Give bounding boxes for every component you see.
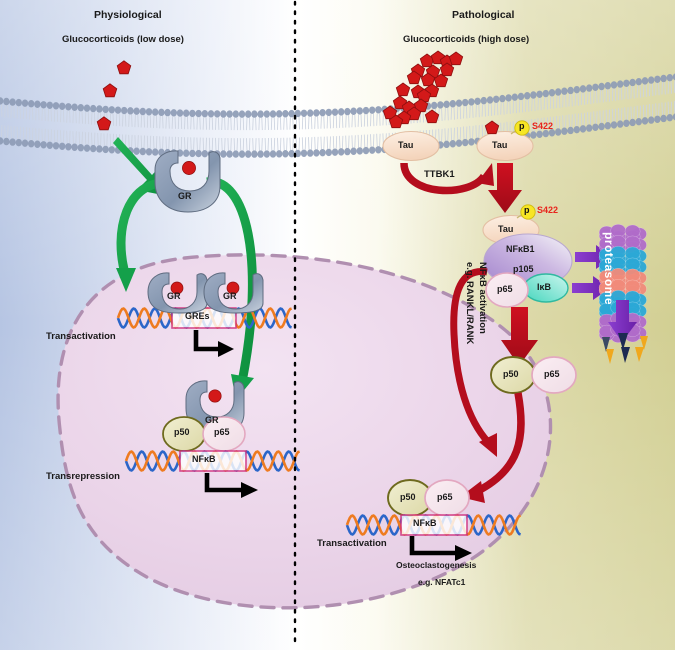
- transcription-arrow-nfkb-right: [409, 536, 472, 561]
- ligand-label-low-dose: Glucocorticoids (low dose): [62, 34, 184, 45]
- label-nfkb1: NFκB1: [506, 244, 535, 254]
- label-p50-nuclear: p50: [400, 492, 416, 502]
- label-rankl-rank: e.g. RANKL/RANK: [464, 262, 475, 345]
- label-phospho-site: S422: [532, 121, 554, 131]
- label-output-osteoclastogenesis: Osteoclastogenesis: [396, 560, 477, 570]
- label-p65-complex: p65: [497, 284, 513, 294]
- label-gr-cytoplasm: GR: [178, 191, 192, 201]
- label-p65-transrepression: p65: [214, 427, 230, 437]
- glucocorticoid-ligands: [96, 50, 500, 135]
- label-nfkb-activation: NFκB activation: [477, 262, 488, 334]
- label-gr-dna-2: GR: [223, 291, 237, 301]
- degradation-fragments: [602, 333, 648, 364]
- tau-phosphorylated: [476, 120, 534, 162]
- transcription-arrow-nfkb-left: [204, 473, 258, 498]
- arrow-nfkb-feedback: [450, 268, 497, 457]
- label-ikb: IκB: [537, 282, 552, 292]
- transcription-arrow-gre: [193, 330, 234, 357]
- p65-complex-subunit: [485, 272, 529, 308]
- label-p65-nuclear: p65: [437, 492, 453, 502]
- label-tau-1: Tau: [398, 140, 414, 150]
- nfkb-box-right: [400, 514, 468, 536]
- gr-receptor-dna-pair: [147, 272, 264, 314]
- arrow-tau-down: [488, 163, 522, 213]
- label-gre-box: GREs: [185, 311, 210, 321]
- tau-unphosphorylated: [382, 130, 440, 162]
- arrow-complex-to-dimer: [501, 307, 538, 366]
- label-p50-free: p50: [503, 369, 519, 379]
- label-nfkb-box-left: NFκB: [192, 454, 216, 464]
- label-transrepression: Transrepression: [46, 471, 120, 482]
- arrow-proteasome-degradation: [608, 300, 637, 342]
- label-p50-transrepression: p50: [174, 427, 190, 437]
- label-gr-transrepression: GR: [205, 415, 219, 425]
- label-p65-free: p65: [544, 369, 560, 379]
- label-ttbk1: TTBK1: [424, 169, 455, 180]
- label-nfkb-box-right: NFκB: [413, 518, 437, 528]
- nfkb-box-left: [179, 450, 247, 472]
- label-gr-dna-1: GR: [167, 291, 181, 301]
- ligand-label-high-dose: Glucocorticoids (high dose): [403, 34, 530, 45]
- gr-receptor-cytoplasm: [154, 150, 221, 213]
- label-phospho-mark: p: [519, 121, 525, 131]
- panel-heading-pathological: Pathological: [452, 9, 515, 21]
- label-tau-2: Tau: [492, 140, 508, 150]
- label-phospho-site-2: S422: [537, 205, 559, 215]
- label-tau-3: Tau: [498, 224, 514, 234]
- label-p105: p105: [513, 264, 534, 274]
- label-transactivation-right: Transactivation: [317, 538, 387, 549]
- label-phospho-mark-2: p: [524, 205, 530, 215]
- label-output-nfatc1: e.g. NFATc1: [418, 577, 466, 587]
- label-proteasome: proteasome: [602, 232, 616, 306]
- label-transactivation-left: Transactivation: [46, 331, 116, 342]
- p65-free: [531, 356, 577, 394]
- panel-heading-physiological: Physiological: [94, 9, 162, 21]
- arrow-ttbk1: [400, 162, 494, 195]
